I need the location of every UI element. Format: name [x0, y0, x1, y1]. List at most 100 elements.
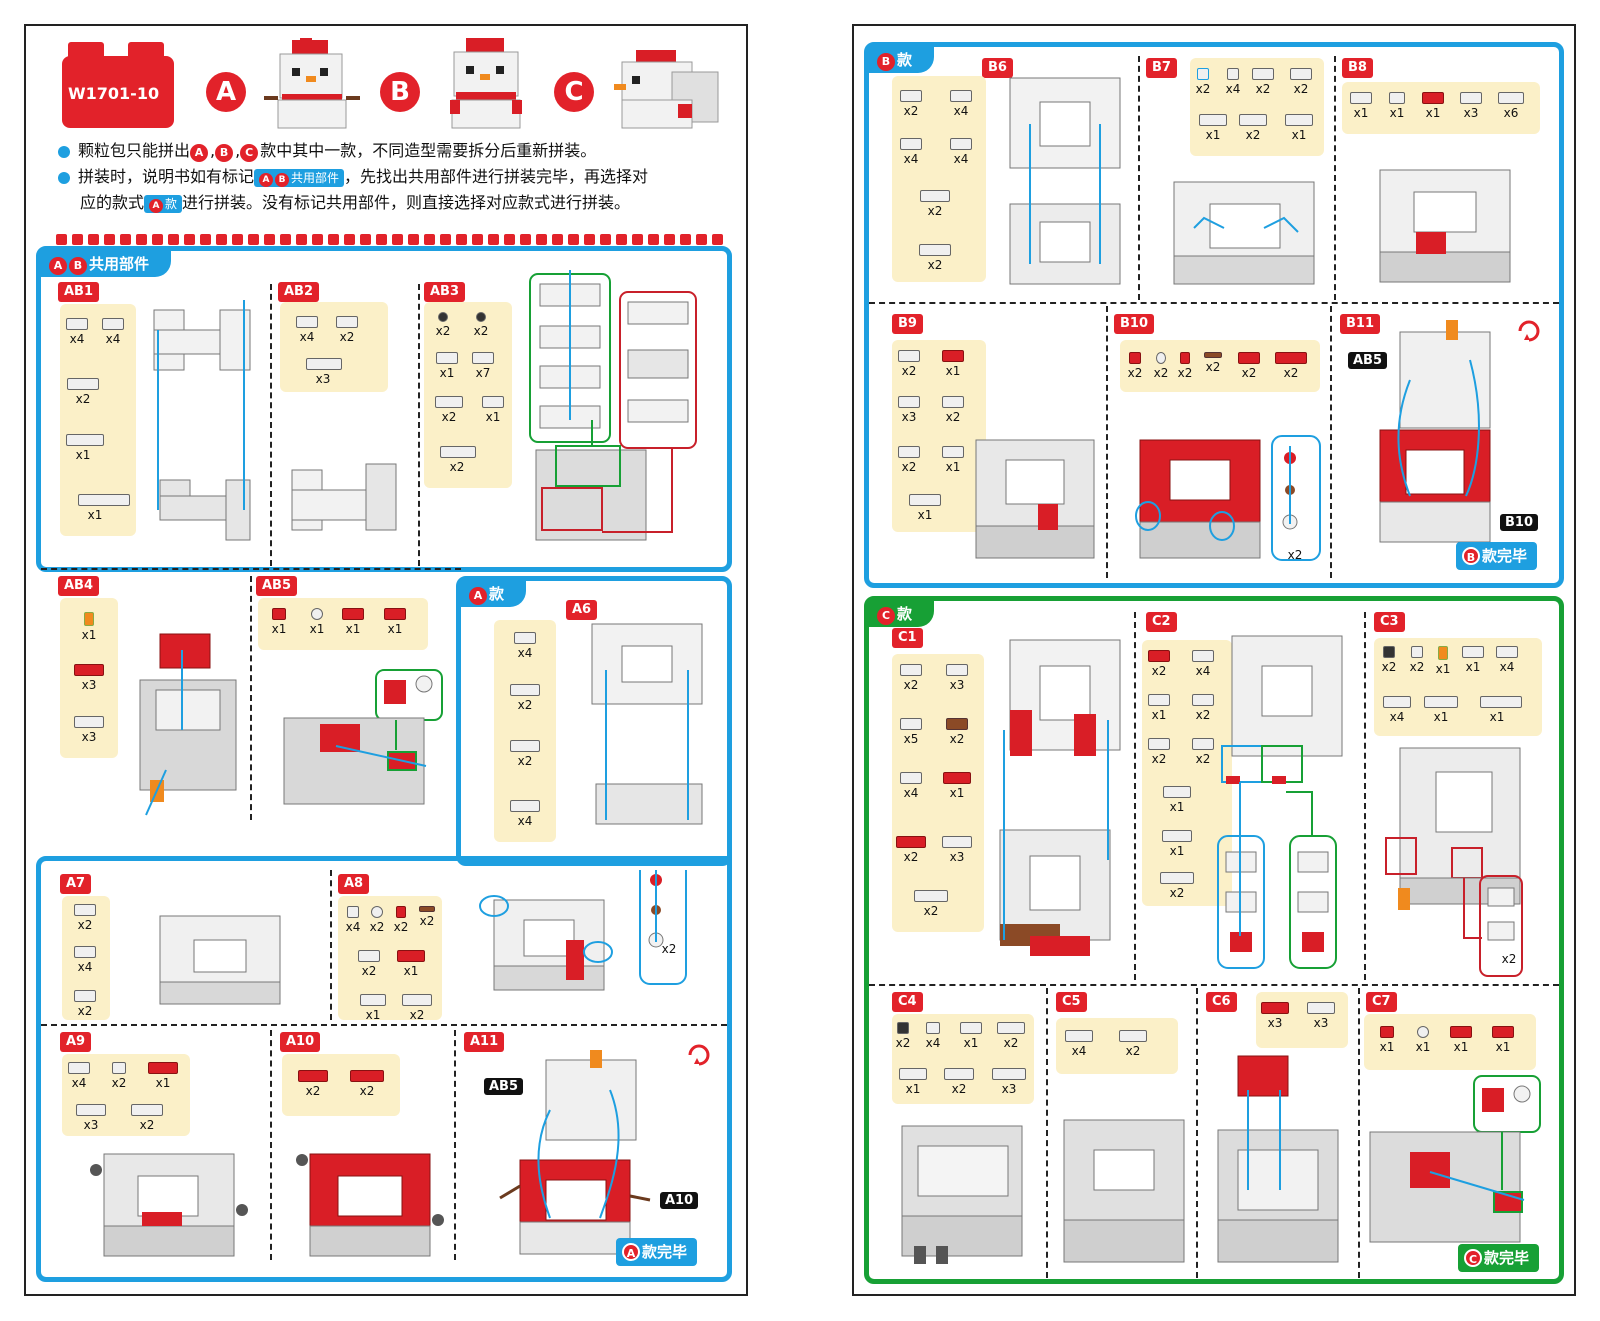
parts-b8 — [1342, 82, 1540, 134]
part-count: x1 — [940, 772, 974, 800]
brick-stud — [120, 234, 131, 245]
part-count: x1 — [1444, 1026, 1478, 1054]
part-count: x4 — [290, 316, 324, 344]
part-count: x1 — [1344, 92, 1378, 120]
ref-ab5-tag: AB5 — [484, 1078, 524, 1095]
brick-stud — [504, 234, 515, 245]
part-count: x2 — [994, 1022, 1028, 1050]
part-count: x1 — [1486, 1026, 1520, 1054]
model-c1 — [999, 639, 1121, 956]
model-c7 — [1369, 1075, 1541, 1243]
part-count: x2 — [350, 1070, 384, 1098]
part-count: x2 — [894, 836, 928, 864]
model-a8 — [479, 870, 687, 991]
part-count: x2 — [1142, 650, 1176, 678]
part-count: x4 — [894, 138, 928, 166]
step-ab2: AB2 — [278, 282, 320, 302]
part-count: x1 — [476, 396, 510, 424]
part-count: x1 — [1282, 114, 1316, 142]
part-count: x2 — [894, 90, 928, 118]
parts-c5 — [1056, 1018, 1178, 1074]
model-a11 — [499, 1050, 651, 1255]
part-count: x6 — [1494, 92, 1528, 120]
brick-stud — [248, 234, 259, 245]
part-count: x1 — [954, 1022, 988, 1050]
part-count: x2 — [894, 664, 928, 692]
model-b-badge: B — [380, 72, 420, 112]
part-count: x4 — [1062, 1030, 1096, 1058]
step-b7: B7 — [1146, 58, 1177, 78]
step-c2: C2 — [1146, 612, 1177, 632]
part-count: x2 — [918, 244, 952, 272]
part-count: x5 — [894, 718, 928, 746]
snowman-b-icon — [450, 38, 522, 129]
section-c — [864, 596, 1564, 1284]
brick-stud — [264, 234, 275, 245]
rotate-icon — [688, 1044, 710, 1066]
brick-stud — [584, 234, 595, 245]
part-count: x2 — [1144, 352, 1178, 380]
part-count: x1 — [896, 1068, 930, 1096]
brick-stud — [216, 234, 227, 245]
part-count: x1 — [908, 494, 942, 522]
part-count: x2 — [102, 1062, 136, 1090]
step-c6: C6 — [1206, 992, 1237, 1012]
part-count: x1 — [146, 1062, 180, 1090]
section-a-bottom — [36, 856, 732, 1282]
snowman-c-icon — [614, 50, 719, 129]
step-b8: B8 — [1342, 58, 1373, 78]
model-b10 — [1135, 435, 1321, 561]
brick-stud — [344, 234, 355, 245]
ref-ab5-tag: AB5 — [1348, 352, 1388, 369]
parts-a10 — [282, 1054, 400, 1116]
part-count: x2 — [400, 994, 434, 1022]
model-c4 — [901, 1125, 1023, 1264]
part-count: x1 — [1416, 92, 1450, 120]
model-ab5 — [283, 669, 443, 805]
step-a11: A11 — [464, 1032, 505, 1052]
brick-stud — [168, 234, 179, 245]
step-a9: A9 — [60, 1032, 92, 1052]
step-b11: B11 — [1340, 314, 1380, 334]
step-b6: B6 — [982, 58, 1013, 78]
part-count: x2 — [936, 396, 970, 424]
step-c3: C3 — [1374, 612, 1405, 632]
part-count: x1 — [1160, 830, 1194, 858]
part-count: x3 — [940, 836, 974, 864]
part-count: x2 — [1168, 352, 1202, 380]
brick-stud — [456, 234, 467, 245]
part-count: x1 — [936, 350, 970, 378]
model-c6 — [1217, 1055, 1339, 1263]
brick-stud — [280, 234, 291, 245]
part-count: x3 — [1258, 1002, 1292, 1030]
part-count: x2 — [918, 190, 952, 218]
part-count: x1 — [1426, 646, 1460, 676]
parts-c7 — [1364, 1014, 1536, 1070]
part-count: x2 — [1118, 352, 1152, 380]
step-a8: A8 — [338, 874, 370, 894]
model-b6 — [1009, 77, 1121, 285]
part-count: x2 — [1186, 738, 1220, 766]
bullet-icon — [58, 171, 70, 184]
part-count: x1 — [1480, 696, 1522, 724]
brick-stud — [680, 234, 691, 245]
part-count: x4 — [336, 906, 370, 934]
brick-stud — [616, 234, 627, 245]
part-count: x2 — [1186, 694, 1220, 722]
brick-stud — [360, 234, 371, 245]
part-count: x2 — [942, 1068, 976, 1096]
model-b7 — [1173, 181, 1315, 285]
part-count: x1 — [66, 434, 104, 462]
part-count: x3 — [72, 664, 106, 692]
step-ab3: AB3 — [424, 282, 466, 302]
part-count: x1 — [78, 494, 130, 522]
part-count: x1 — [936, 446, 970, 474]
part-count: x2 — [66, 378, 100, 406]
part-count: x1 — [1424, 696, 1458, 724]
part-count: x1 — [378, 608, 412, 636]
